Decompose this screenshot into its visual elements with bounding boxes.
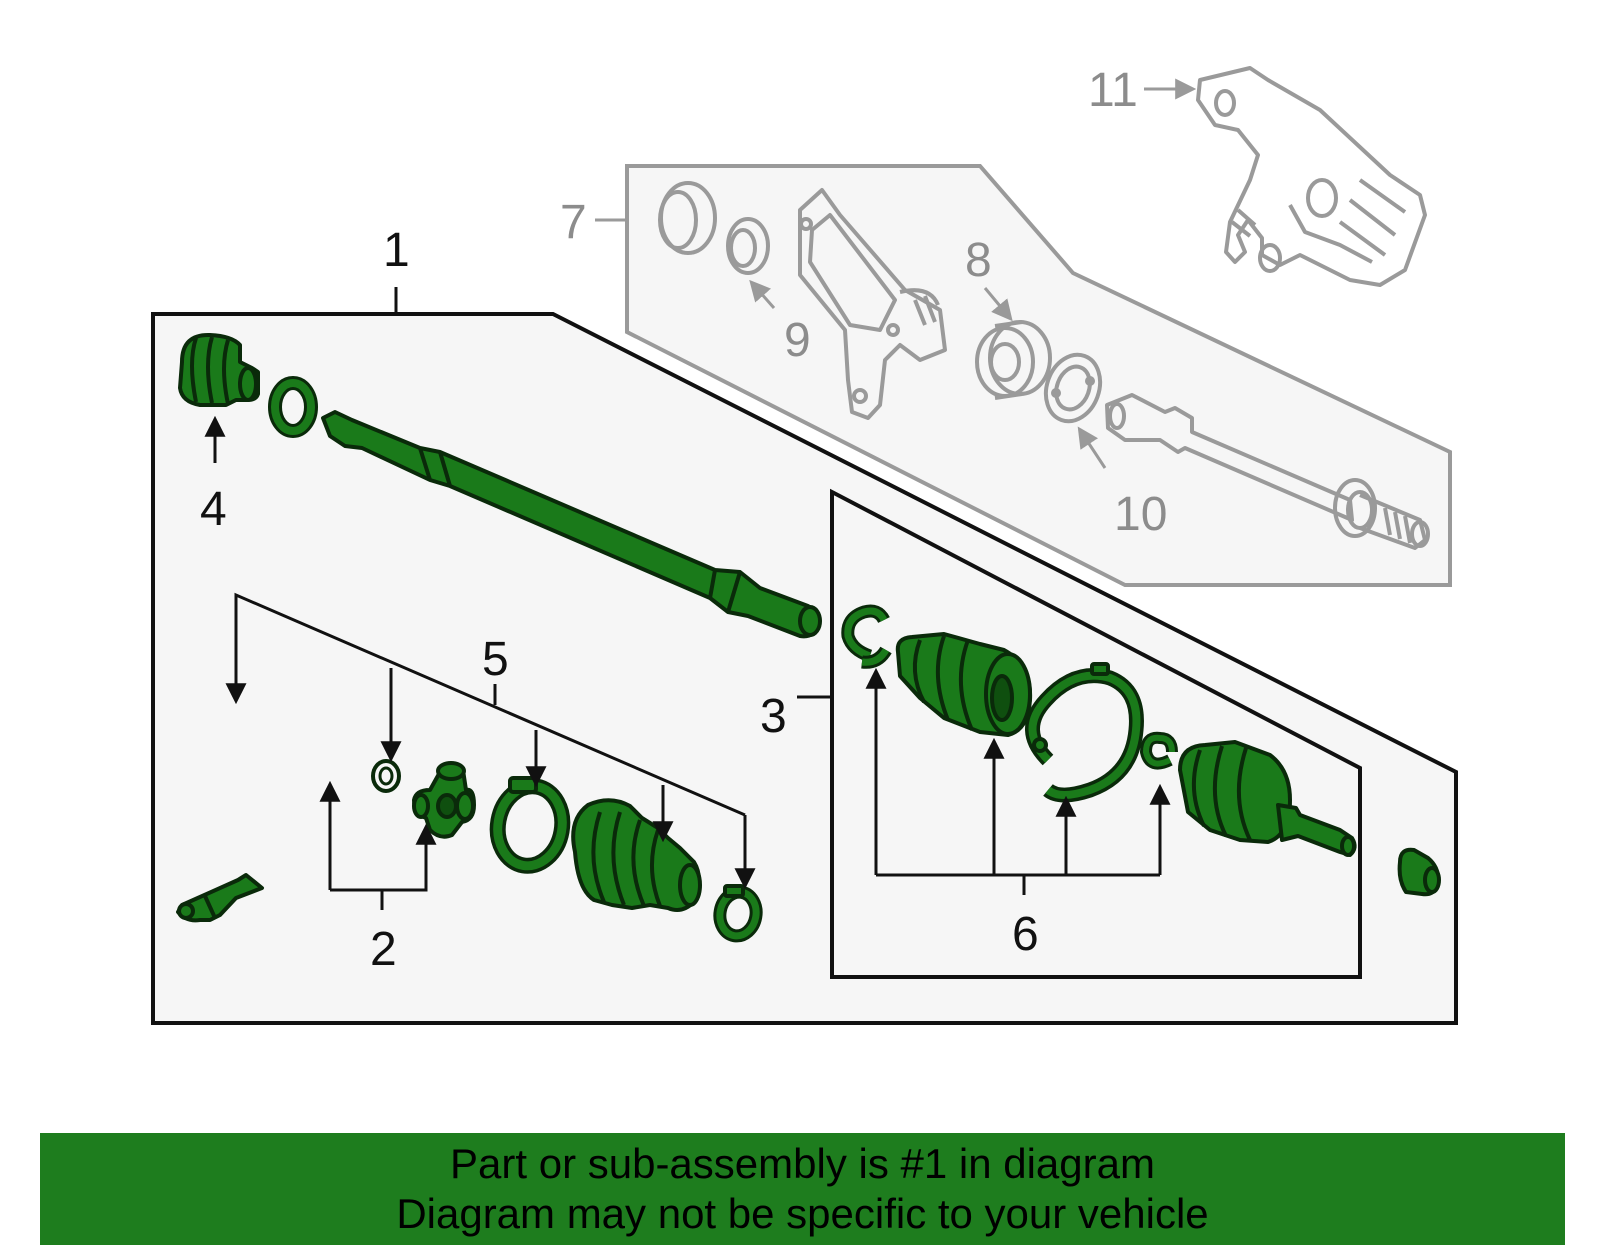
- callout-4: 4: [200, 483, 227, 536]
- leader-9: [749, 279, 776, 309]
- part-6-large-clamp-icon: [1025, 662, 1144, 803]
- aux-panel-outline: [625, 164, 1452, 587]
- part-5-inner-boot-icon: [571, 798, 702, 912]
- inner-snap-ring-icon: [268, 376, 318, 438]
- info-banner: Part or sub-assembly is #1 in diagram Di…: [40, 1133, 1565, 1245]
- aux-snap-ring-icon: [1043, 352, 1103, 424]
- aux-assembly: [595, 66, 1452, 587]
- part-4-dust-cover-icon: [178, 332, 260, 407]
- aux-bearing-icon: [975, 320, 1052, 400]
- leader-5-bracket: [234, 592, 746, 817]
- aux-housing-icon: [1196, 66, 1427, 287]
- callout-10: 10: [1114, 488, 1167, 541]
- aux-seal-ring-icon: [658, 181, 770, 275]
- leader-2-base: [330, 835, 428, 892]
- leader-8: [983, 287, 1013, 322]
- leaders: [204, 415, 1171, 910]
- callout-2: 2: [370, 923, 397, 976]
- part-6-outer-boot-icon: [895, 632, 1033, 737]
- outer-joint-subpanel: [830, 488, 1362, 979]
- part-5-boot-clamp-small-icon: [713, 884, 763, 943]
- outer-cv-joint-icon: [1178, 740, 1357, 857]
- callout-6: 6: [1012, 908, 1039, 961]
- part-6-small-clamp-icon: [1140, 731, 1178, 770]
- banner-line-2: Diagram may not be specific to your vehi…: [396, 1190, 1209, 1237]
- callout-11: 11: [1088, 64, 1138, 117]
- part-2-tripod-joint-icon: [412, 761, 476, 839]
- green-parts: [176, 332, 1441, 943]
- callout-5: 5: [482, 633, 509, 686]
- damper-weight-icon: [176, 873, 264, 923]
- part-6-circlip-icon: [841, 604, 892, 669]
- drive-shaft-icon: [321, 410, 822, 639]
- leader-10: [1077, 426, 1107, 469]
- banner-line-1: Part or sub-assembly is #1 in diagram: [450, 1140, 1155, 1187]
- aux-shaft-icon: [1105, 393, 1430, 550]
- end-cap-icon: [1397, 847, 1441, 897]
- aux-bracket-icon: [798, 188, 947, 420]
- callout-9: 9: [784, 314, 811, 367]
- callout-1: 1: [383, 224, 410, 277]
- callout-8: 8: [965, 234, 992, 287]
- callout-7: 7: [560, 196, 587, 249]
- callout-3: 3: [760, 690, 787, 743]
